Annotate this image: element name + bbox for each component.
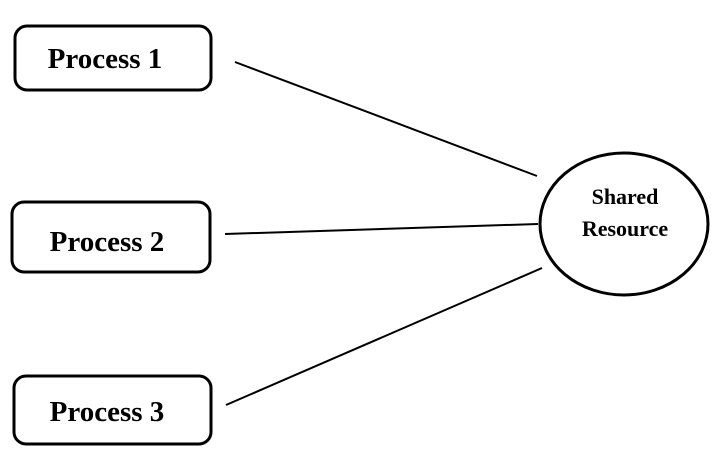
process-1-label: Process 1: [48, 43, 163, 75]
shared-resource-label-line-1: Shared: [592, 184, 659, 209]
process-2-label: Process 2: [50, 226, 165, 258]
shared-resource-label-line-2: Resource: [582, 216, 669, 241]
process-3-node: Process 3: [12, 374, 213, 446]
process-3-label: Process 3: [50, 396, 165, 428]
process-1-node: Process 1: [13, 24, 213, 92]
shared-resource-node: Shared Resource: [538, 151, 710, 297]
process-3-box: [12, 374, 213, 446]
process-1-box: [13, 24, 213, 92]
process-2-node: Process 2: [10, 200, 212, 274]
shared-resource-circle: [538, 151, 710, 297]
connector-process-1: [234, 61, 538, 177]
connector-process-3: [225, 267, 543, 406]
connector-process-2: [224, 223, 539, 235]
process-2-box: [10, 200, 212, 274]
